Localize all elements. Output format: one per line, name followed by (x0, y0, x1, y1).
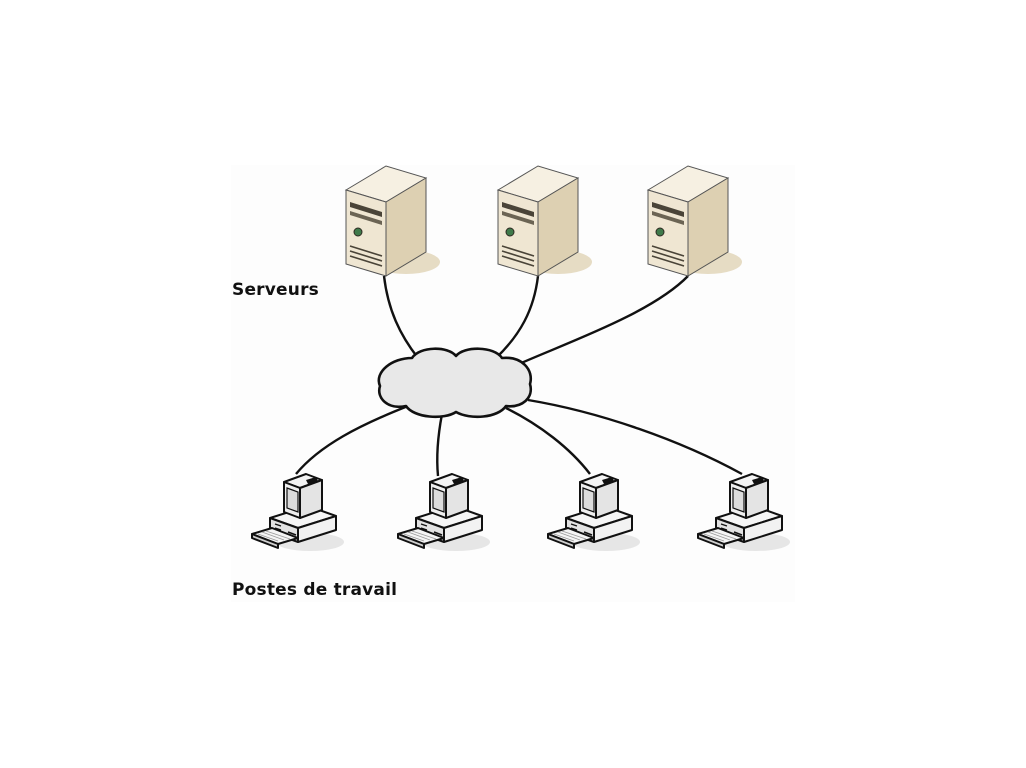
desktop-computer-icon (251, 473, 345, 552)
server-2 (497, 165, 593, 277)
link-cloud-workstation-2 (436, 413, 444, 477)
link-cloud-workstation-1 (295, 404, 409, 475)
workstation-1 (251, 473, 345, 552)
workstation-3 (547, 473, 641, 552)
server-1 (345, 165, 441, 277)
workstation-4 (697, 473, 791, 552)
connections (295, 275, 743, 477)
server-icon (345, 165, 441, 277)
workstation-2 (397, 473, 491, 552)
server-icon (497, 165, 593, 277)
link-server-3-cloud (509, 275, 689, 370)
servers-label: Serveurs (232, 280, 319, 300)
link-server-1-cloud (382, 275, 419, 359)
network-cloud-icon (377, 347, 533, 419)
server-3 (647, 165, 743, 277)
link-cloud-workstation-3 (505, 406, 591, 475)
desktop-computer-icon (547, 473, 641, 552)
link-server-2-cloud (495, 275, 540, 359)
desktop-computer-icon (397, 473, 491, 552)
server-icon (647, 165, 743, 277)
desktop-computer-icon (697, 473, 791, 552)
link-cloud-workstation-4 (527, 398, 743, 476)
workstations-label: Postes de travail (232, 580, 398, 600)
